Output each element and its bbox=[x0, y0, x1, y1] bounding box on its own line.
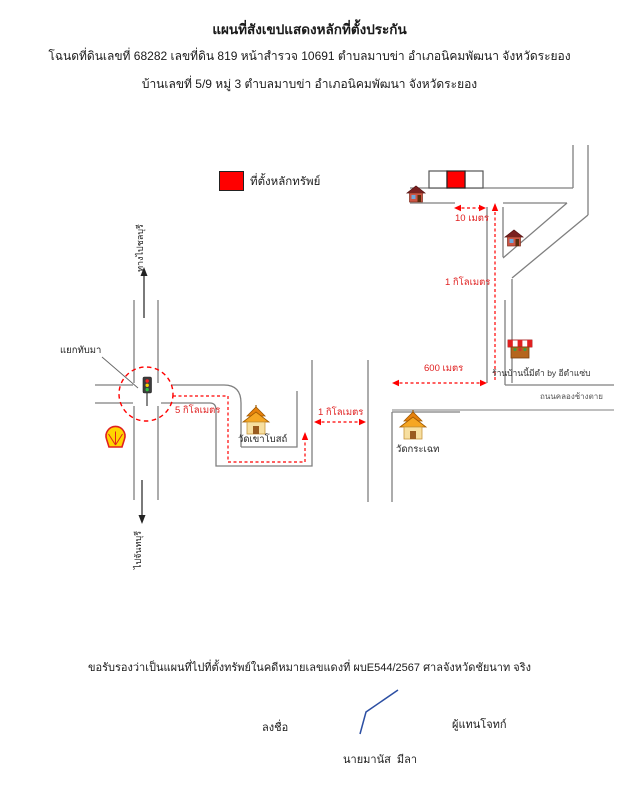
junction-label: แยกทับมา bbox=[60, 345, 102, 356]
to-chanthaburi-label: ไปจันทบุรี bbox=[133, 530, 143, 570]
legend-red-marker bbox=[219, 171, 244, 191]
house-icon-east bbox=[503, 229, 525, 247]
road-name-label: ถนนคลองช้างตาย bbox=[540, 392, 603, 401]
deed-info-line: โฉนดที่ดินเลขที่ 68282 เลขที่ดิน 819 หน้… bbox=[48, 49, 571, 63]
route-arrowheads bbox=[301, 203, 499, 440]
shop-label: ร้านบ้านนี้มีดำ by อีดำแซ่บ bbox=[492, 368, 591, 378]
signer-name: นายมานัส มีลา bbox=[343, 754, 418, 766]
shop-icon bbox=[507, 339, 533, 359]
temple-east-icon bbox=[398, 410, 428, 440]
route-dashed-path bbox=[118, 207, 496, 463]
distance-5km-label: 5 กิโลเมตร bbox=[175, 405, 221, 416]
representative-label: ผู้แทนโจทก์ bbox=[452, 719, 507, 731]
road-lines bbox=[95, 145, 614, 502]
direction-arrows bbox=[138, 267, 148, 524]
traffic-light-icon bbox=[142, 376, 152, 406]
certification-text: ขอรับรองว่าเป็นแผนที่ไปที่ตั้งทรัพย์ในคด… bbox=[87, 662, 532, 674]
legend-label: ที่ตั้งหลักทรัพย์ bbox=[250, 176, 321, 188]
page-title: แผนที่สังเขปแสดงหลักที่ตั้งประกัน bbox=[212, 22, 407, 37]
sign-label: ลงชื่อ bbox=[262, 722, 289, 734]
distance-1km-mid-label: 1 กิโลเมตร bbox=[318, 407, 364, 418]
temple-west-icon bbox=[241, 405, 271, 435]
property-box bbox=[428, 170, 484, 189]
junction-pointer-line bbox=[101, 356, 139, 389]
shell-station-icon bbox=[105, 425, 126, 448]
temple-east-label: วัดกระเฉท bbox=[396, 444, 440, 455]
distance-10m-label: 10 เมตร bbox=[455, 213, 489, 224]
signature-stroke bbox=[359, 689, 399, 735]
distance-600m-label: 600 เมตร bbox=[424, 363, 464, 374]
house-icon-west bbox=[405, 185, 427, 203]
distance-1km-north-label: 1 กิโลเมตร bbox=[445, 277, 491, 288]
temple-west-label: วัดเขาโบสถ์ bbox=[238, 434, 288, 445]
to-chonburi-label: ทางไปชลบุรี bbox=[135, 224, 145, 272]
address-line: บ้านเลขที่ 5/9 หมู่ 3 ตำบลมาบข่า อำเภอนิ… bbox=[141, 77, 478, 91]
